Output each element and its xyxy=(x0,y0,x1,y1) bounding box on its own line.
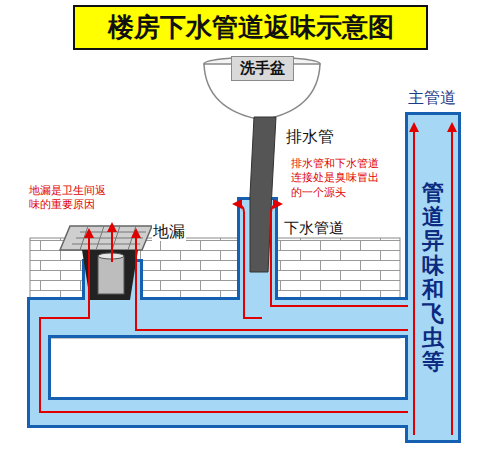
main-pipe-band: 主管道管道异味和飞虫等 xyxy=(408,115,458,440)
title-text: 楼房下水管道返味示意图 xyxy=(87,10,414,45)
pipe-water xyxy=(30,115,458,440)
main-pipe-outline xyxy=(408,115,458,440)
warning-note-box: 排水管和下水管道连接处是臭味冒出的一个源头 xyxy=(290,157,390,200)
odor-arrow xyxy=(40,230,408,412)
title-banner: 楼房下水管道返味示意图 xyxy=(73,5,428,50)
basin-label-box: 洗手盆 xyxy=(231,56,294,81)
part-label-box: 地漏 xyxy=(152,222,186,241)
odor-arrow xyxy=(451,124,453,435)
odor-arrow xyxy=(413,124,415,435)
drain-pipe xyxy=(250,117,276,272)
grate-bars xyxy=(72,226,146,250)
odor-arrow xyxy=(111,224,113,262)
part-label: 下水管道 xyxy=(283,219,345,237)
odor-arrow xyxy=(271,204,408,306)
pipe-heading: 主管道 xyxy=(406,88,458,109)
warning-note: 地漏是卫生间返味的重要原因 xyxy=(28,184,112,213)
floor-drain-grate xyxy=(60,226,152,250)
part-label: 排水管 xyxy=(285,127,335,146)
pipe-outline xyxy=(30,115,458,440)
pipe-vertical-text: 管道异味和飞虫等 xyxy=(422,181,444,375)
part-label-box: 排水管 xyxy=(285,127,335,146)
part-label: 地漏 xyxy=(152,222,186,241)
part-label-box: 下水管道 xyxy=(283,219,345,237)
odor-arrows xyxy=(40,124,452,435)
basin-label: 洗手盆 xyxy=(240,59,285,78)
warning-note-box: 地漏是卫生间返味的重要原因 xyxy=(28,184,112,213)
floor-drain-housing xyxy=(82,250,138,300)
main-pipe xyxy=(408,115,458,440)
warning-note: 排水管和下水管道连接处是臭味冒出的一个源头 xyxy=(290,157,390,200)
odor-arrow xyxy=(234,204,262,318)
